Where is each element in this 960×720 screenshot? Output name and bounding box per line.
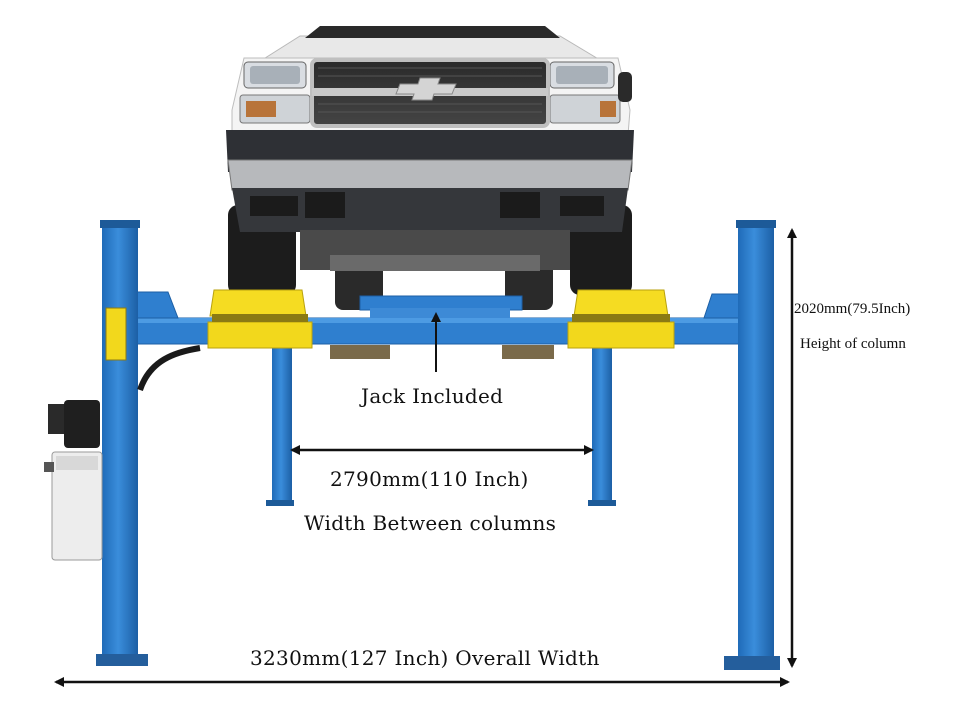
column-height-value: 2020mm(79.5Inch) bbox=[794, 301, 911, 317]
truck-roof bbox=[260, 35, 602, 61]
warning-label bbox=[105, 307, 127, 361]
column-height-caption: Height of column bbox=[800, 336, 906, 352]
width-between-caption: Width Between columns bbox=[304, 511, 557, 535]
lift bbox=[44, 220, 780, 670]
truck-badge bbox=[395, 77, 457, 101]
right-runway-pad bbox=[567, 289, 675, 349]
rear-left-post bbox=[272, 340, 292, 505]
front-right-post bbox=[738, 224, 774, 668]
jack-included-label: Jack Included bbox=[361, 384, 504, 408]
rolling-jack bbox=[359, 295, 523, 311]
overall-width-label: 3230mm(127 Inch) Overall Width bbox=[250, 646, 600, 670]
width-between-value: 2790mm(110 Inch) bbox=[330, 467, 529, 491]
rear-right-post bbox=[592, 340, 612, 505]
left-runway-pad bbox=[207, 289, 313, 349]
front-left-post bbox=[102, 222, 138, 662]
hydraulic-power-unit bbox=[44, 400, 103, 561]
truck bbox=[226, 26, 634, 359]
